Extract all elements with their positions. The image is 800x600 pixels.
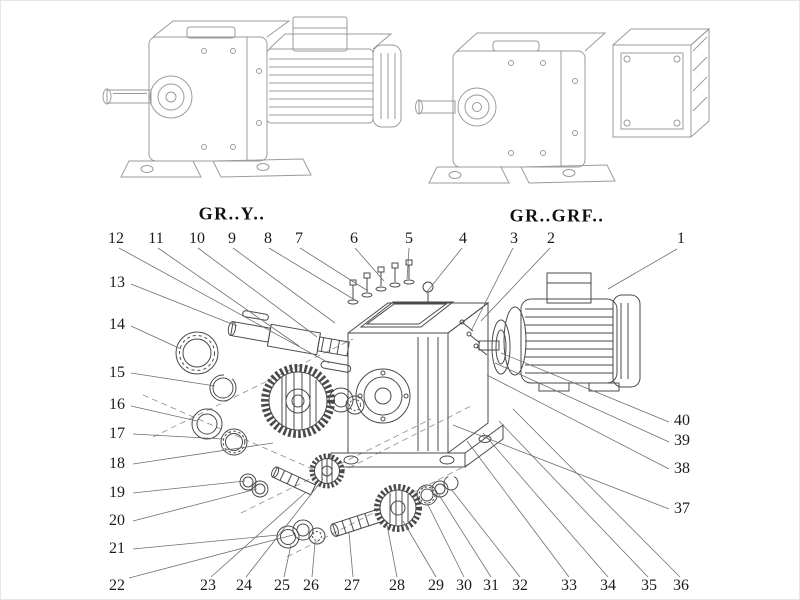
callout-2: 2 <box>547 230 555 247</box>
callout-10: 10 <box>189 230 205 247</box>
callout-9: 9 <box>228 230 236 247</box>
callout-27: 27 <box>344 577 360 594</box>
callout-38: 38 <box>674 460 690 477</box>
callout-6: 6 <box>350 230 358 247</box>
callout-20: 20 <box>109 512 125 529</box>
callout-30: 30 <box>456 577 472 594</box>
callout-14: 14 <box>109 316 125 333</box>
callout-36: 36 <box>673 577 689 594</box>
variant-label-gr-y: GR..Y.. <box>198 203 266 224</box>
callout-25: 25 <box>274 577 290 594</box>
leader-lines <box>118 247 681 579</box>
callout-37: 37 <box>674 500 690 517</box>
callout-4: 4 <box>459 230 467 247</box>
callout-23: 23 <box>200 577 216 594</box>
variant-label-gr-grf: GR..GRF.. <box>509 205 605 226</box>
callout-17: 17 <box>109 425 125 442</box>
callout-34: 34 <box>600 577 616 594</box>
callout-18: 18 <box>109 455 125 472</box>
callout-13: 13 <box>109 274 125 291</box>
gearmotor-drawing-gr-y <box>102 16 402 178</box>
callout-39: 39 <box>674 432 690 449</box>
callout-24: 24 <box>236 577 252 594</box>
callout-40: 40 <box>674 412 690 429</box>
callout-11: 11 <box>148 230 164 247</box>
callout-28: 28 <box>389 577 405 594</box>
callout-15: 15 <box>109 364 125 381</box>
callout-32: 32 <box>512 577 528 594</box>
callout-16: 16 <box>109 396 125 413</box>
callout-3: 3 <box>510 230 518 247</box>
exploded-view-drawing <box>142 259 641 558</box>
callout-1: 1 <box>677 230 685 247</box>
callout-35: 35 <box>641 577 657 594</box>
callout-19: 19 <box>109 484 125 501</box>
callout-7: 7 <box>295 230 303 247</box>
callout-31: 31 <box>483 577 499 594</box>
callout-8: 8 <box>264 230 272 247</box>
callout-29: 29 <box>428 577 444 594</box>
gearmotor-drawing-gr-grf <box>415 27 711 184</box>
callout-33: 33 <box>561 577 577 594</box>
callout-5: 5 <box>405 230 413 247</box>
callout-12: 12 <box>108 230 124 247</box>
callout-26: 26 <box>303 577 319 594</box>
callout-21: 21 <box>109 540 125 557</box>
callout-22: 22 <box>109 577 125 594</box>
